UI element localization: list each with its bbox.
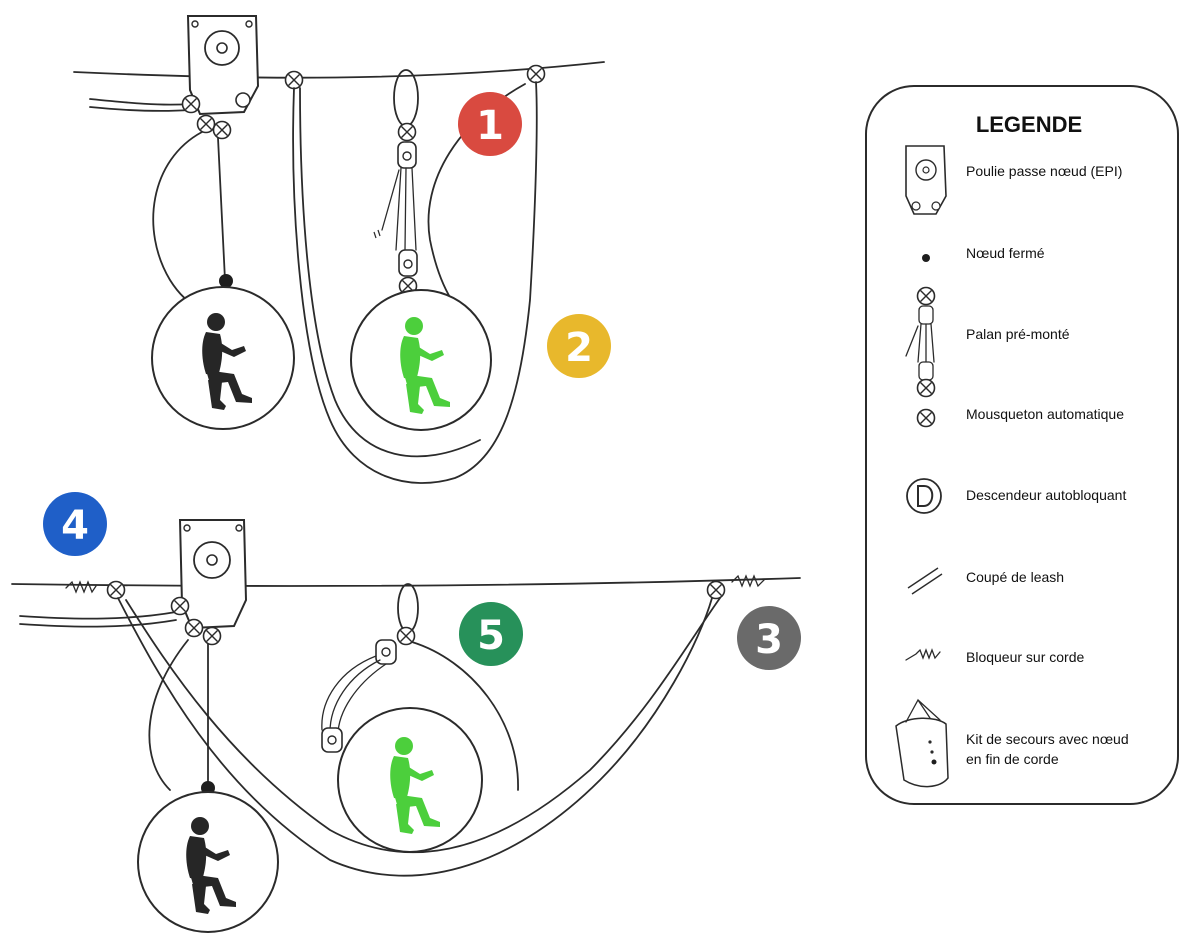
legend-label-pre-rigged: Palan pré-monté	[966, 326, 1070, 342]
auto-carabiner-icon	[202, 626, 222, 646]
auto-carabiner-icon	[181, 94, 201, 114]
legend-label-descender: Descendeur autobloquant	[966, 487, 1126, 503]
auto-carabiner-icon	[196, 114, 216, 134]
bottom-scene	[11, 519, 801, 933]
victim-circle	[151, 286, 295, 430]
legend-label-rescue-kit-line2: en fin de corde	[966, 751, 1059, 767]
victim-circle	[137, 791, 279, 933]
auto-carabiner-icon	[706, 580, 726, 600]
pre-rigged-pulley-system-icon	[373, 141, 418, 277]
legend-label-closed-knot: Nœud fermé	[966, 245, 1045, 261]
rescue-rope-loop	[117, 597, 713, 877]
top-scene	[73, 15, 605, 484]
auto-carabiner-icon	[284, 70, 304, 90]
rescuer-circle	[350, 289, 492, 431]
legend-title: LEGENDE	[976, 112, 1082, 137]
pre-rigged-pulley-system-icon	[905, 286, 936, 398]
legend-panel: LEGENDE Poulie passe nœud (EPI) Nœud fer…	[865, 85, 1179, 805]
step-badge-3: 3	[737, 606, 801, 670]
pulley-icon	[905, 145, 947, 215]
rescue-rope-loop	[292, 81, 538, 484]
svg-text:2: 2	[565, 325, 593, 371]
svg-text:5: 5	[477, 613, 505, 659]
legend-label-carabiner: Mousqueton automatique	[966, 406, 1124, 422]
closed-knot-icon	[922, 254, 930, 262]
self-braking-descender-icon	[906, 478, 942, 514]
rescue-kit-bag-icon	[895, 698, 949, 788]
step-badge-4: 4	[43, 492, 107, 556]
auto-carabiner-icon	[526, 64, 546, 84]
pulley-icon	[178, 519, 248, 630]
auto-carabiner-icon	[916, 408, 936, 428]
step-badge-5: 5	[459, 602, 523, 666]
step-badge-1: 1	[458, 92, 522, 156]
legend-label-leash-cut: Coupé de leash	[966, 569, 1064, 585]
auto-carabiner-icon	[184, 618, 204, 638]
closed-knot-icon	[219, 274, 233, 288]
step-badge-2: 2	[547, 314, 611, 378]
pulley-icon	[186, 15, 260, 116]
legend-label-pulley: Poulie passe nœud (EPI)	[966, 163, 1122, 179]
top-left-rope	[89, 98, 191, 106]
bottom-cable-line	[11, 577, 801, 587]
legend-label-rope-clamp: Bloqueur sur corde	[966, 649, 1085, 665]
legend-label-rescue-kit: Kit de secours avec nœud	[966, 731, 1129, 747]
auto-carabiner-icon	[170, 596, 190, 616]
auto-carabiner-icon	[212, 120, 232, 140]
svg-text:4: 4	[61, 503, 89, 549]
sling-loop	[393, 69, 419, 127]
rope-clamp-icon	[65, 580, 97, 594]
auto-carabiner-icon	[106, 580, 126, 600]
svg-text:3: 3	[755, 617, 783, 663]
rope-clamp-icon	[905, 648, 941, 661]
pre-rigged-pulley-system-icon	[321, 639, 397, 753]
sling-loop	[397, 583, 419, 633]
leash-cut-icon	[907, 567, 943, 595]
rope-clamp-icon	[731, 574, 765, 588]
top-cable-line	[73, 61, 605, 79]
rescuer-circle	[337, 707, 483, 853]
auto-carabiner-icon	[397, 122, 417, 142]
svg-text:1: 1	[476, 103, 504, 149]
